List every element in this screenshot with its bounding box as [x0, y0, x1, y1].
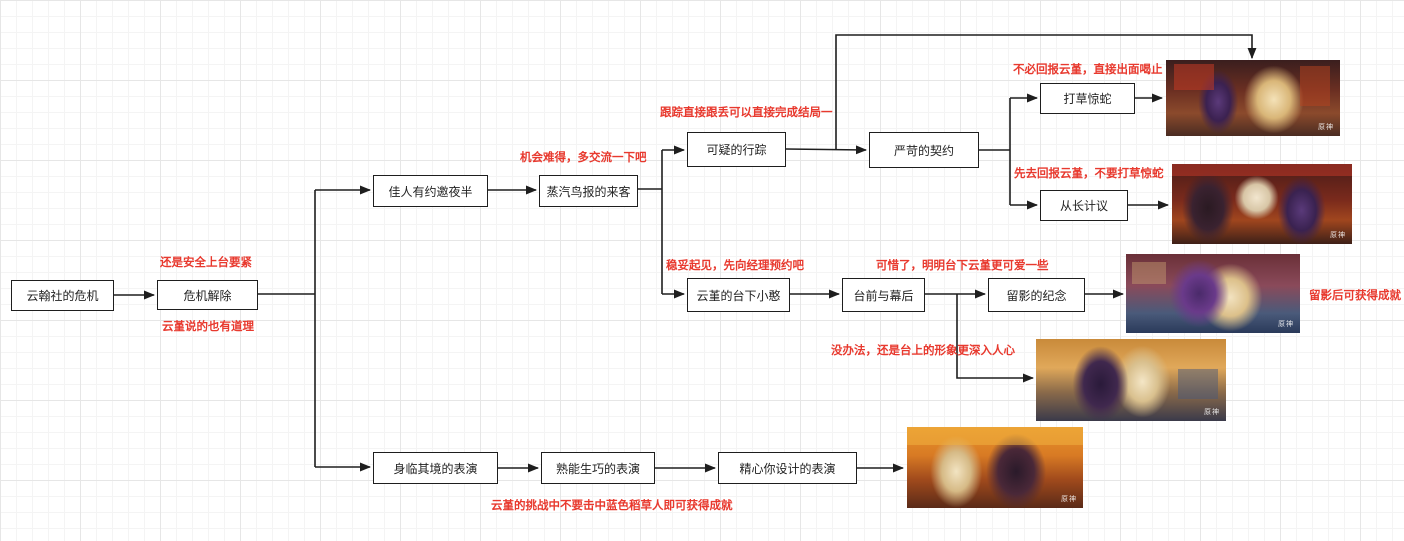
node-stage-shy: 云堇的台下小憨 — [687, 278, 790, 312]
screenshot-startle: 原神 — [1166, 60, 1340, 136]
screenshot-performance: 原神 — [907, 427, 1083, 508]
node-designed: 精心你设计的表演 — [718, 452, 857, 484]
game-logo-icon: 原神 — [1330, 231, 1346, 239]
node-resolve: 危机解除 — [157, 280, 258, 310]
node-suspicious: 可疑的行踪 — [687, 132, 786, 167]
node-startle: 打草惊蛇 — [1040, 83, 1135, 114]
connector — [835, 34, 1257, 149]
note-no-report: 不必回报云堇，直接出面喝止 — [1013, 62, 1163, 76]
note-pity-cute: 可惜了，明明台下云堇更可爱一些 — [876, 258, 1049, 272]
game-logo-icon: 原神 — [1204, 408, 1220, 416]
note-steady-manager: 稳妥起见，先向经理预约吧 — [666, 258, 804, 272]
note-report-first: 先去回报云堇，不要打草惊蛇 — [1014, 166, 1164, 180]
game-logo-icon: 原神 — [1061, 495, 1077, 503]
node-immersive: 身临其境的表演 — [373, 452, 498, 484]
screenshot-memento: 原神 — [1126, 254, 1300, 333]
screenshot-backstage-alt: 原神 — [1036, 339, 1226, 421]
note-yunjin-right: 云堇说的也有道理 — [162, 319, 254, 333]
node-start: 云翰社的危机 — [11, 280, 114, 311]
game-logo-icon: 原神 — [1278, 320, 1294, 328]
node-longplan: 从长计议 — [1040, 190, 1128, 221]
note-achievement-photo: 留影后可获得成就 — [1309, 288, 1401, 302]
node-backstage: 台前与幕后 — [842, 278, 925, 312]
game-logo-icon: 原神 — [1318, 123, 1334, 131]
connector — [785, 145, 868, 155]
screenshot-longplan: 原神 — [1172, 164, 1352, 244]
note-no-choice: 没办法，还是台上的形象更深入人心 — [831, 343, 1015, 357]
node-invite: 佳人有约邀夜半 — [373, 175, 488, 207]
note-safe-on-stage: 还是安全上台要紧 — [160, 255, 252, 269]
note-follow-direct: 跟踪直接跟丢可以直接完成结局一 — [660, 105, 833, 119]
node-steam: 蒸汽鸟报的来客 — [539, 175, 638, 207]
note-rare-chance: 机会难得，多交流一下吧 — [520, 150, 647, 164]
node-contract: 严苛的契约 — [869, 132, 979, 168]
note-challenge-hint: 云堇的挑战中不要击中蓝色稻草人即可获得成就 — [491, 498, 733, 512]
connector — [956, 294, 1035, 383]
node-skilled: 熟能生巧的表演 — [541, 452, 655, 484]
node-memento: 留影的纪念 — [988, 278, 1085, 312]
